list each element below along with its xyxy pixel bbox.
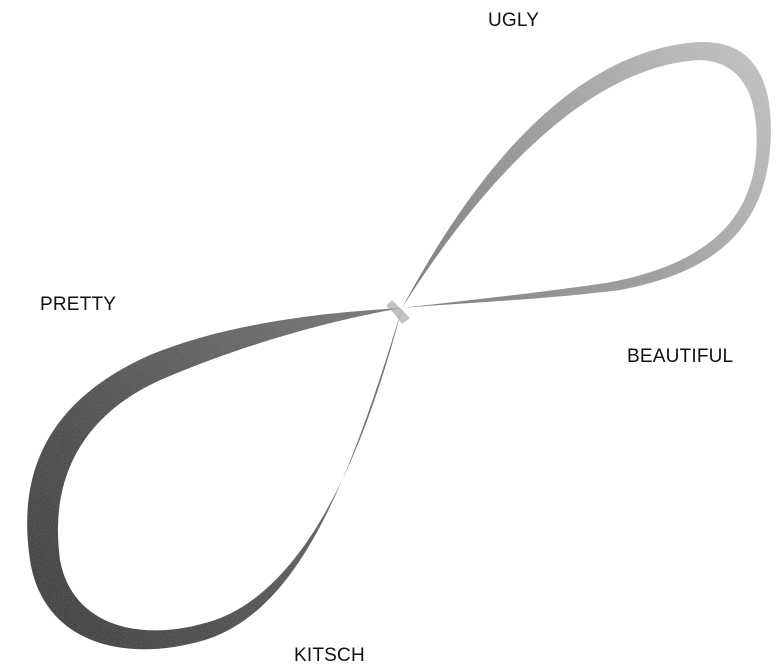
label-kitsch: KITSCH (294, 645, 365, 667)
upper-loop (402, 42, 771, 308)
label-ugly: UGLY (488, 10, 539, 32)
label-beautiful: BEAUTIFUL (627, 346, 733, 368)
lower-loop (27, 308, 402, 649)
label-pretty: PRETTY (40, 294, 116, 316)
ribbon-crossing (386, 300, 410, 324)
